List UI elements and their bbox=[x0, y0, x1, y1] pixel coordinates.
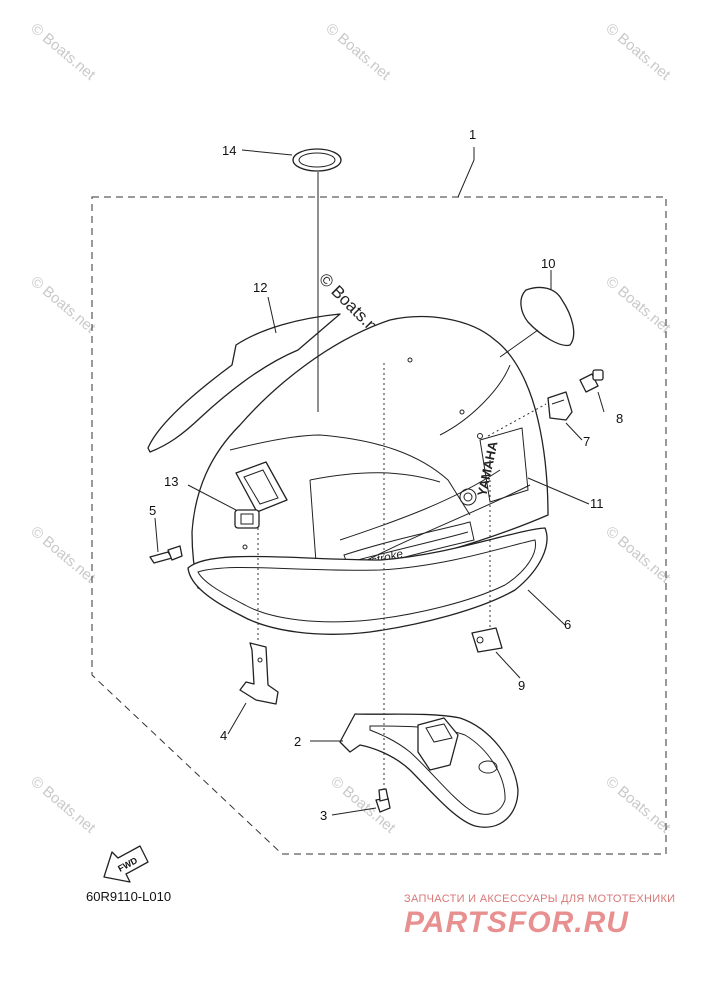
watermark: © Boats.net bbox=[602, 273, 674, 337]
part-8-bolt bbox=[579, 369, 604, 393]
leader-lines bbox=[154, 147, 605, 816]
callout-5: 5 bbox=[149, 503, 156, 518]
assembly-outline bbox=[91, 196, 667, 855]
part-9-clip bbox=[471, 627, 503, 653]
callout-10: 10 bbox=[541, 256, 555, 271]
part-12-seal bbox=[147, 313, 341, 453]
watermark: © Boats.net bbox=[27, 20, 99, 84]
callouts: 1 2 3 4 5 6 7 8 9 10 11 12 13 14 bbox=[149, 127, 623, 823]
part-10-plate bbox=[520, 286, 575, 347]
watermark: © Boats.net bbox=[27, 773, 99, 837]
part-2-tray bbox=[339, 713, 519, 828]
callout-11: 11 bbox=[590, 496, 604, 511]
callout-9: 9 bbox=[518, 678, 525, 693]
callout-2: 2 bbox=[294, 734, 301, 749]
watermark: © Boats.net bbox=[27, 523, 99, 587]
callout-4: 4 bbox=[220, 728, 227, 743]
shop-brand-logo: PARTSFOR.RU bbox=[404, 906, 629, 939]
part-4-hook bbox=[239, 642, 279, 705]
fwd-arrow-icon: FWD bbox=[103, 845, 149, 883]
watermark: © Boats.net bbox=[602, 20, 674, 84]
part-14-oring bbox=[292, 148, 342, 172]
callout-6: 6 bbox=[564, 617, 571, 632]
callout-8: 8 bbox=[616, 411, 623, 426]
part-5-pin bbox=[149, 545, 183, 564]
callout-12: 12 bbox=[253, 280, 267, 295]
watermark: © Boats.net bbox=[602, 523, 674, 587]
watermark: © Boats.net bbox=[602, 773, 674, 837]
callout-7: 7 bbox=[583, 434, 590, 449]
callout-1: 1 bbox=[469, 127, 476, 142]
watermark: © Boats.net bbox=[322, 20, 394, 84]
callout-14: 14 bbox=[222, 143, 236, 158]
part-7-bracket bbox=[547, 391, 573, 421]
callout-3: 3 bbox=[320, 808, 327, 823]
shop-tagline: ЗАПЧАСТИ И АКСЕССУАРЫ ДЛЯ МОТОТЕХНИКИ bbox=[404, 893, 676, 905]
part-6-seal-ring bbox=[187, 527, 548, 635]
diagram-code: 60R9110-L010 bbox=[86, 889, 172, 904]
callout-13: 13 bbox=[164, 474, 178, 489]
part-13-grommet bbox=[234, 509, 260, 529]
watermark: © Boats.net bbox=[27, 273, 99, 337]
